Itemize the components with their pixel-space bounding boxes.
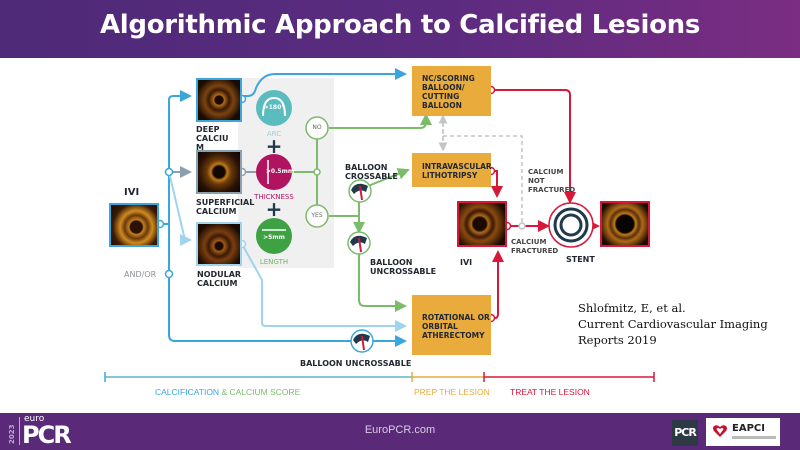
nodular-calcium-image (196, 222, 242, 266)
nc-scoring-balloon-box: NC/SCORING BALLOON/ CUTTING BALLOON (412, 66, 491, 116)
ivi-image-left (109, 203, 159, 247)
connector-to-deep-calcium (168, 90, 192, 102)
heart-icon (713, 425, 727, 437)
nodular-calcium-label: NODULAR CALCIUM (197, 270, 242, 288)
connector-deep-to-nc-balloon (242, 68, 407, 97)
and-or-label: AND/OR (124, 270, 157, 279)
length-label: LENGTH (259, 258, 289, 266)
superficial-calcium-image (196, 150, 242, 194)
pcr-badge: PCR (672, 420, 698, 446)
atherectomy-box: ROTATIONAL OR ORBITAL ATHERECTOMY (412, 295, 491, 355)
balloon-uncrossable-bottom-label: BALLOON UNCROSSABLE (300, 359, 412, 368)
footer-url[interactable]: EuroPCR.com (364, 424, 436, 436)
arc-value: >180° (263, 104, 285, 111)
length-value: >5mm (263, 234, 285, 241)
arc-criterion-icon (256, 90, 292, 126)
dashed-connectors (438, 114, 523, 225)
ivi-right-label: IVI (460, 258, 473, 267)
stent-icon (548, 202, 594, 248)
deep-calcium-label: DEEP CALCIU M (196, 125, 229, 152)
arc-label: ARC (266, 130, 282, 138)
calcium-fractured-label: CALCIUM FRACTURED (511, 238, 559, 255)
balloon-crossable-label: BALLOON CROSSABLE (345, 163, 398, 181)
green-connectors (290, 113, 432, 312)
decision-yes: YES (311, 212, 323, 219)
intravascular-lithotripsy-box: INTRAVASCULAR LITHOTRIPSY (412, 153, 492, 187)
stent-label: STENT (566, 255, 595, 264)
logo-euro: euro (24, 414, 45, 424)
stent-result-image (600, 201, 650, 247)
balloon-crossable-icon (348, 179, 372, 203)
length-criterion-icon (256, 218, 292, 254)
deep-calcium-image (196, 78, 242, 122)
phase-prep: PREP THE LESION (414, 387, 490, 397)
slide-header: Algorithmic Approach to Calcified Lesion… (0, 0, 800, 58)
slide-title: Algorithmic Approach to Calcified Lesion… (99, 10, 701, 40)
logo-separator (19, 417, 20, 445)
citation: Shlofmitz, E, et al. Current Cardiovascu… (578, 301, 768, 347)
thickness-label: THICKNESS (254, 193, 294, 201)
plus-icon: + (265, 134, 283, 158)
superficial-calcium-label: SUPERFICIAL CALCIUM (196, 198, 255, 216)
decision-no: NO (312, 124, 322, 131)
connector-trunk-to-atherectomy (168, 100, 407, 347)
ivi-left-label: IVI (124, 187, 140, 198)
europcr-logo: PCR (22, 421, 72, 449)
connector-nodular-to-atherectomy (241, 243, 407, 332)
connector-to-nodular (168, 171, 192, 246)
balloon-uncrossable-label: BALLOON UNCROSSABLE (370, 258, 437, 276)
red-connectors (491, 89, 600, 319)
decision-nodes (305, 116, 329, 228)
calcium-not-fractured-label: CALCIUM NOT FRACTURED (528, 168, 576, 194)
phase-timeline (104, 372, 655, 382)
phase-treat: TREAT THE LESION (510, 387, 590, 397)
ivi-image-right (457, 201, 507, 247)
balloon-uncrossable-bottom-icon (350, 329, 374, 353)
eapci-logo: EAPCI (706, 418, 780, 446)
thickness-criterion-icon (256, 154, 292, 190)
eapci-subtitle (732, 436, 776, 439)
balloon-uncrossable-icon (347, 231, 371, 255)
plus-icon: + (265, 197, 283, 221)
phase-calcification: CALCIFICATION & CALCIUM SCORE (155, 387, 301, 397)
slide-footer: EuroPCR.com (0, 413, 800, 450)
thickness-value: >0.5mm (265, 168, 295, 175)
